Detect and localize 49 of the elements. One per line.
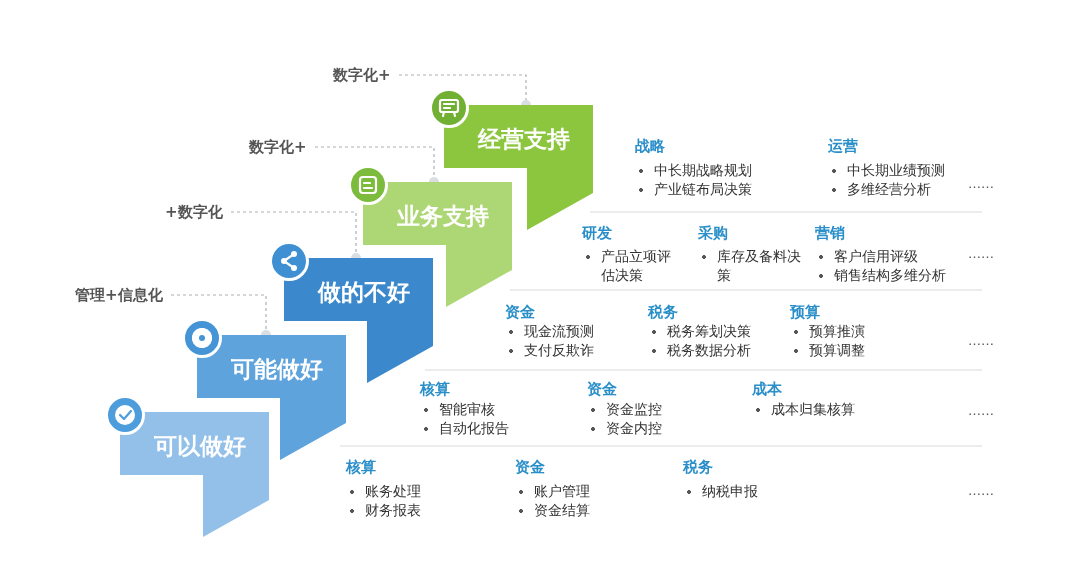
category-heading: 核算 [420,379,450,399]
category-heading: 预算 [790,302,820,322]
category-heading: 资金 [505,302,535,322]
bullet-item: 预算推演 [792,322,865,341]
category-heading: 采购 [698,223,728,243]
category-heading: 运营 [828,136,858,156]
bullet-item: 财务报表 [348,501,421,520]
bullet-item: 资金监控 [589,400,662,419]
category-heading: 战略 [635,136,665,156]
bullet-item: 智能审核 [422,400,495,419]
category-heading: 税务 [683,457,713,477]
bullet-item: 税务数据分析 [650,341,751,360]
bullet-item: 预算调整 [792,341,865,360]
bullet-item: 自动化报告 [422,419,509,438]
ellipsis-text: …… [968,482,994,500]
stage-label: 数字化+ [249,137,307,157]
bullet-item: 中长期业绩预测 [830,161,945,180]
step-label: 经营支持 [478,125,570,153]
bullet-item: 资金结算 [517,501,590,520]
bullet-item: 产业链布局决策 [637,180,752,199]
bullet-item: 税务筹划决策 [650,322,751,341]
ellipsis-text: …… [968,245,994,263]
category-heading: 资金 [515,457,545,477]
bullet-item: 多维经营分析 [830,180,931,199]
stage-label: 管理+信息化 [75,285,163,305]
bullet-item: 中长期战略规划 [637,161,752,180]
category-heading: 研发 [582,223,612,243]
bullet-item: 销售结构多维分析 [817,266,946,285]
step-label: 可能做好 [231,355,323,383]
bullet-item: 资金内控 [589,419,662,438]
bullet-item: 账户管理 [517,482,590,501]
bullet-item: 账务处理 [348,482,421,501]
stage-label: +数字化 [165,202,223,222]
stage-label: 数字化+ [333,65,391,85]
category-heading: 资金 [587,379,617,399]
category-heading: 营销 [815,223,845,243]
category-heading: 税务 [648,302,678,322]
category-heading: 成本 [752,379,782,399]
bullet-item: 客户信用评级 [817,247,918,266]
bullet-item: 纳税申报 [685,482,758,501]
ellipsis-text: …… [968,175,994,193]
step-label: 可以做好 [154,432,246,460]
step-label: 业务支持 [397,202,489,230]
bullet-item: 支付反欺诈 [507,341,594,360]
category-heading: 核算 [346,457,376,477]
ellipsis-text: …… [968,402,994,420]
step-label: 做的不好 [318,278,410,306]
bullet-item: 现金流预测 [507,322,594,341]
ellipsis-text: …… [968,332,994,350]
